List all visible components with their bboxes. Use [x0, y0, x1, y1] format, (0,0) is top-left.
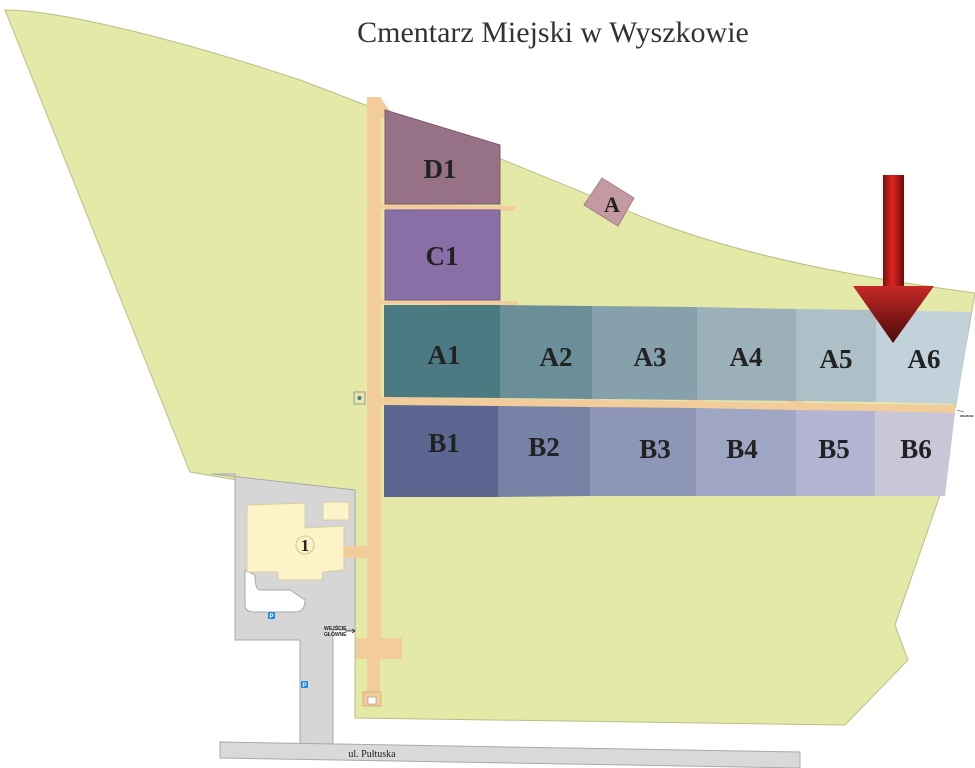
section-a3-label: A3 [634, 342, 667, 372]
path-c1-a [381, 299, 518, 306]
entrance-label-line1: WEJŚCIE [324, 625, 347, 632]
parking-loop [244, 569, 306, 613]
section-b1-label: B1 [428, 428, 460, 458]
parking-sign-icon: P [268, 612, 275, 620]
section-a4[interactable] [697, 307, 796, 401]
section-a2[interactable] [500, 305, 592, 399]
section-a-small-label: A [604, 192, 620, 217]
section-a1[interactable] [384, 305, 500, 398]
section-a6-label: A6 [908, 344, 941, 374]
parking-sign-icon: P [301, 681, 308, 689]
section-a3[interactable] [592, 306, 697, 400]
entrance-arrow-icon [345, 628, 356, 634]
section-b2-label: B2 [528, 432, 560, 462]
section-a5[interactable] [796, 309, 876, 402]
section-d1[interactable] [384, 109, 501, 205]
section-d1-label: D1 [424, 154, 457, 184]
section-b2[interactable] [498, 406, 590, 497]
street [219, 741, 801, 768]
main-path-vertical [367, 97, 381, 642]
map-title: Cmentarz Miejski w Wyszkowie [357, 16, 749, 49]
section-a5-label: A5 [820, 344, 853, 374]
side-exit-label: WEJŚCIE [960, 413, 974, 418]
entrance-plaza [356, 638, 402, 659]
section-b5[interactable] [796, 410, 875, 496]
path-a-b [381, 397, 955, 414]
section-b3[interactable] [590, 407, 696, 496]
section-c1[interactable] [384, 209, 501, 301]
entrance-label-line2: GŁÓWNE [324, 630, 347, 638]
side-exit-arrow-icon [956, 409, 965, 413]
parking-sign-label: P [269, 614, 273, 620]
section-b4[interactable] [696, 408, 796, 496]
section-a-small[interactable] [583, 177, 635, 227]
building-1-label: 1 [301, 536, 310, 555]
section-a4-label: A4 [730, 342, 763, 372]
path-d1-c1 [381, 204, 515, 211]
section-b5-label: B5 [818, 434, 850, 464]
location-arrow-icon [853, 175, 934, 343]
building-1 [246, 502, 345, 581]
building-1-marker [295, 535, 315, 555]
section-b6[interactable] [875, 411, 955, 496]
section-b3-label: B3 [639, 434, 671, 464]
building-connector-path [344, 546, 369, 558]
section-c1-label: C1 [426, 241, 459, 271]
building-1-annex [322, 501, 350, 521]
gate-icon-inner [367, 696, 377, 705]
water-tap-dot [357, 396, 362, 400]
section-a1-label: A1 [428, 340, 461, 370]
section-a2-label: A2 [540, 342, 573, 372]
section-b6-label: B6 [900, 434, 932, 464]
parking-sign-label: P [302, 683, 306, 689]
street-label: ul. Pułtuska [348, 749, 396, 760]
section-b1[interactable] [384, 405, 498, 497]
section-b4-label: B4 [726, 434, 758, 464]
